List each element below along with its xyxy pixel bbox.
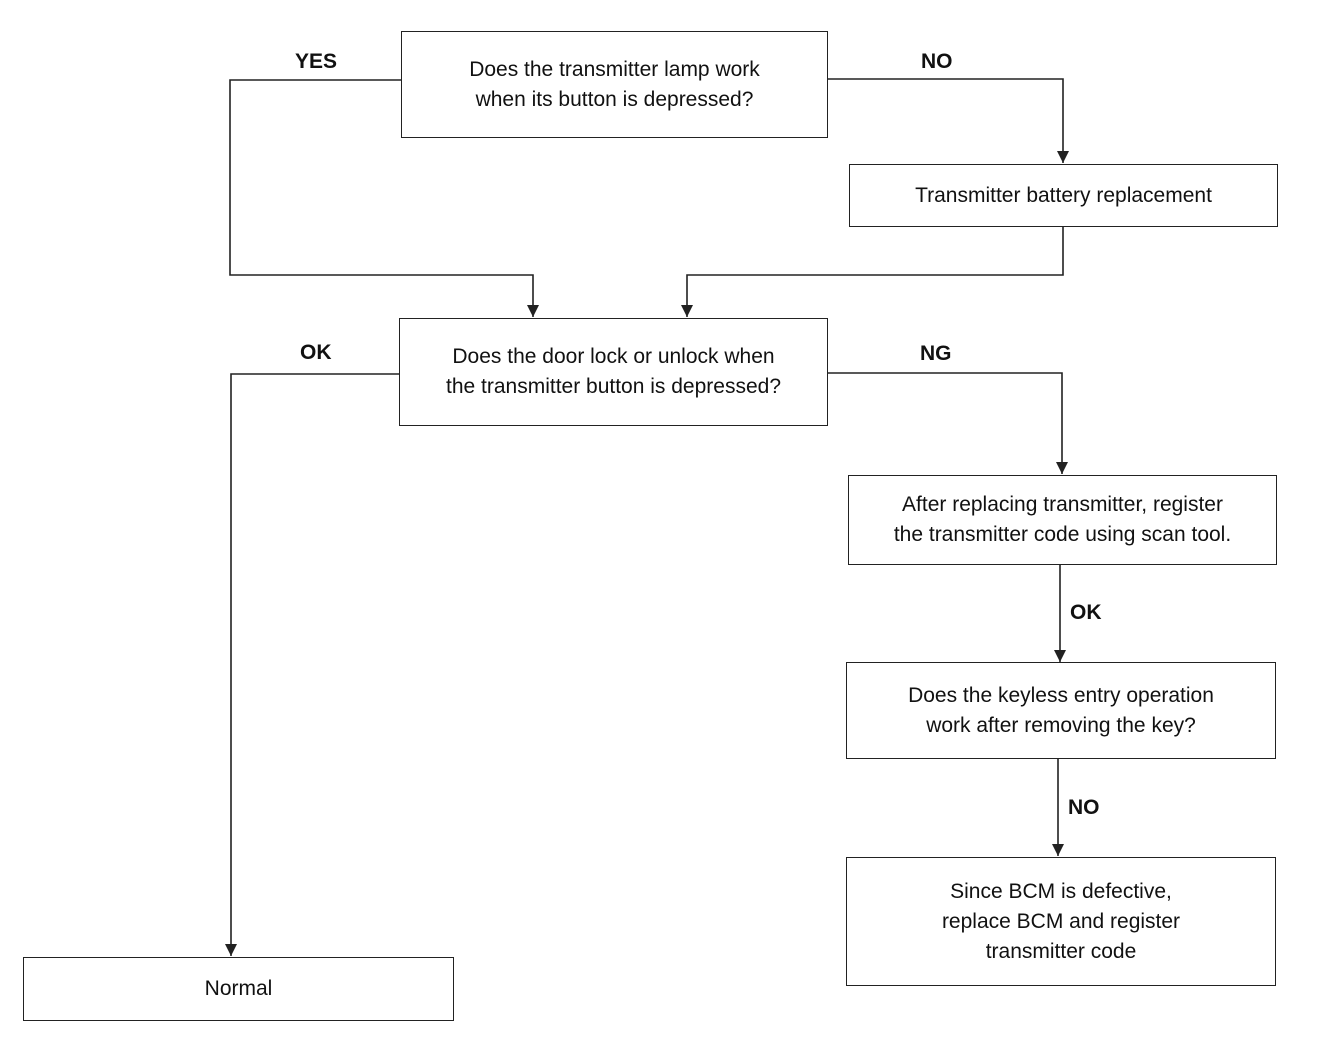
node-text-line: Transmitter battery replacement (915, 183, 1212, 207)
edge-label-keyless-no: NO (1068, 796, 1100, 819)
node-battery-replacement: Transmitter battery replacement (849, 164, 1278, 227)
node-text-line: After replacing transmitter, register (902, 493, 1223, 516)
node-register-transmitter: After replacing transmitter, register the… (848, 475, 1277, 565)
node-text-line: work after removing the key? (926, 713, 1196, 737)
edge-label-register-ok: OK (1070, 601, 1102, 624)
node-transmitter-lamp-question: Does the transmitter lamp work when its b… (401, 31, 828, 138)
node-text-line: Does the door lock or unlock when (452, 345, 775, 368)
node-normal: Normal (23, 957, 454, 1021)
node-text-line: replace BCM and register (941, 909, 1181, 933)
edge-lamp-yes (229, 79, 539, 317)
edge-lamp-no (827, 78, 1069, 163)
edge-door-ng (827, 372, 1068, 474)
edge-battery-to-door (681, 227, 1064, 317)
node-text-line: Since BCM is defective, (950, 879, 1172, 903)
node-text-line: the transmitter code using scan tool. (893, 523, 1232, 546)
node-text-line: the transmitter button is depressed? (445, 375, 781, 398)
edge-label-lamp-yes: YES (295, 50, 338, 73)
node-keyless-entry-question: Does the keyless entry operation work aft… (846, 662, 1276, 759)
node-text-line: Normal (204, 977, 273, 1000)
node-text-line: transmitter code (985, 939, 1137, 963)
node-bcm-defective: Since BCM is defective, replace BCM and r… (846, 857, 1276, 986)
node-door-lock-question: Does the door lock or unlock when the tra… (399, 318, 828, 426)
edge-label-door-ng: NG (920, 342, 952, 365)
edge-label-lamp-no: NO (921, 50, 953, 73)
node-text-line: when its button is depressed? (475, 87, 754, 111)
edge-label-door-ok: OK (300, 341, 332, 364)
node-text-line: Does the keyless entry operation (908, 683, 1214, 707)
node-text-line: Does the transmitter lamp work (469, 57, 760, 81)
edge-door-ok (225, 373, 399, 956)
